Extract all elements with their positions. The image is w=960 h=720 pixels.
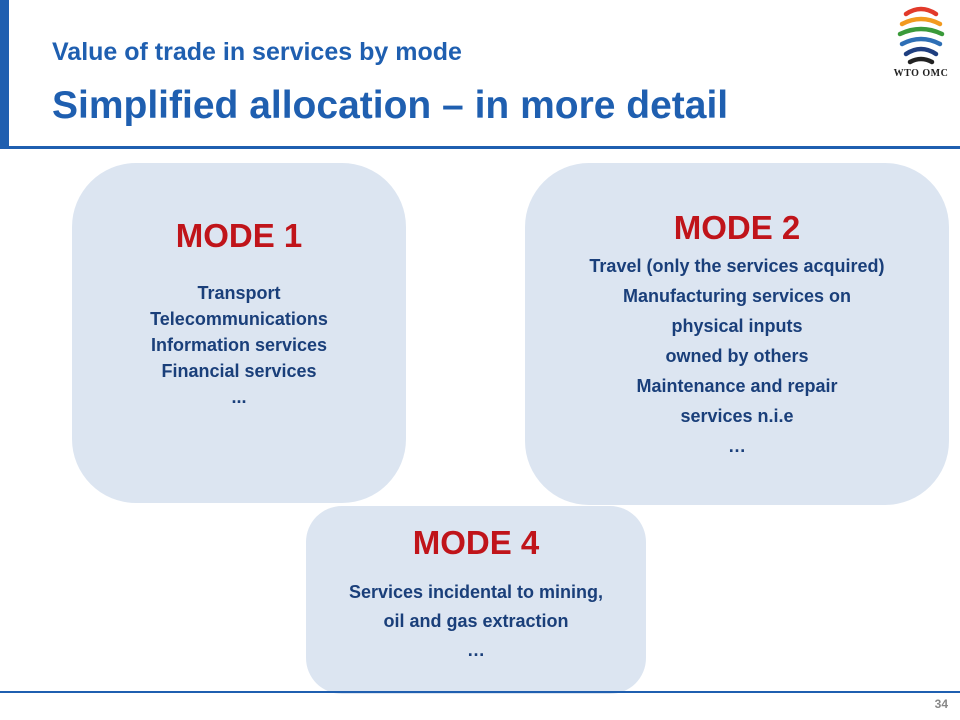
list-item: Services incidental to mining, xyxy=(348,582,604,602)
mode-4-box: MODE 4 Services incidental to mining, oi… xyxy=(306,506,646,694)
list-item: Transport xyxy=(197,283,281,303)
list-item: Information services xyxy=(150,335,328,355)
footer-divider xyxy=(0,691,960,693)
list-item: Travel (only the services acquired) xyxy=(589,256,885,276)
mode-2-list: Travel (only the services acquired) Manu… xyxy=(525,251,949,461)
list-item: … xyxy=(467,640,485,660)
list-item: Telecommunications xyxy=(150,309,328,329)
slide-subtitle: Value of trade in services by mode xyxy=(52,38,462,66)
wto-logo-text: WTO OMC xyxy=(893,68,949,79)
wto-logo: WTO OMC xyxy=(886,2,956,84)
header-accent-bar xyxy=(0,0,9,148)
list-item: Financial services xyxy=(161,361,317,381)
mode-4-list: Services incidental to mining, oil and g… xyxy=(306,578,646,665)
slide-title: Simplified allocation – in more detail xyxy=(52,84,729,127)
mode-4-title: MODE 4 xyxy=(412,524,540,561)
mode-1-list: Transport Telecommunications Information… xyxy=(72,280,406,410)
list-item: Maintenance and repair xyxy=(636,376,838,396)
list-item: services n.i.e xyxy=(680,406,794,426)
mode-2-title: MODE 2 xyxy=(673,209,801,246)
mode-2-box: MODE 2 Travel (only the services acquire… xyxy=(525,163,949,505)
wto-logo-icon xyxy=(897,6,945,65)
list-item: ... xyxy=(231,387,247,407)
mode-1-box: MODE 1 Transport Telecommunications Info… xyxy=(72,163,406,503)
page-number: 34 xyxy=(934,697,948,711)
list-item: physical inputs xyxy=(671,316,803,336)
list-item: Manufacturing services on xyxy=(622,286,852,306)
list-item: oil and gas extraction xyxy=(383,611,569,631)
list-item: … xyxy=(728,436,746,456)
header-divider xyxy=(0,146,960,149)
mode-1-title: MODE 1 xyxy=(175,217,303,254)
list-item: owned by others xyxy=(665,346,809,366)
